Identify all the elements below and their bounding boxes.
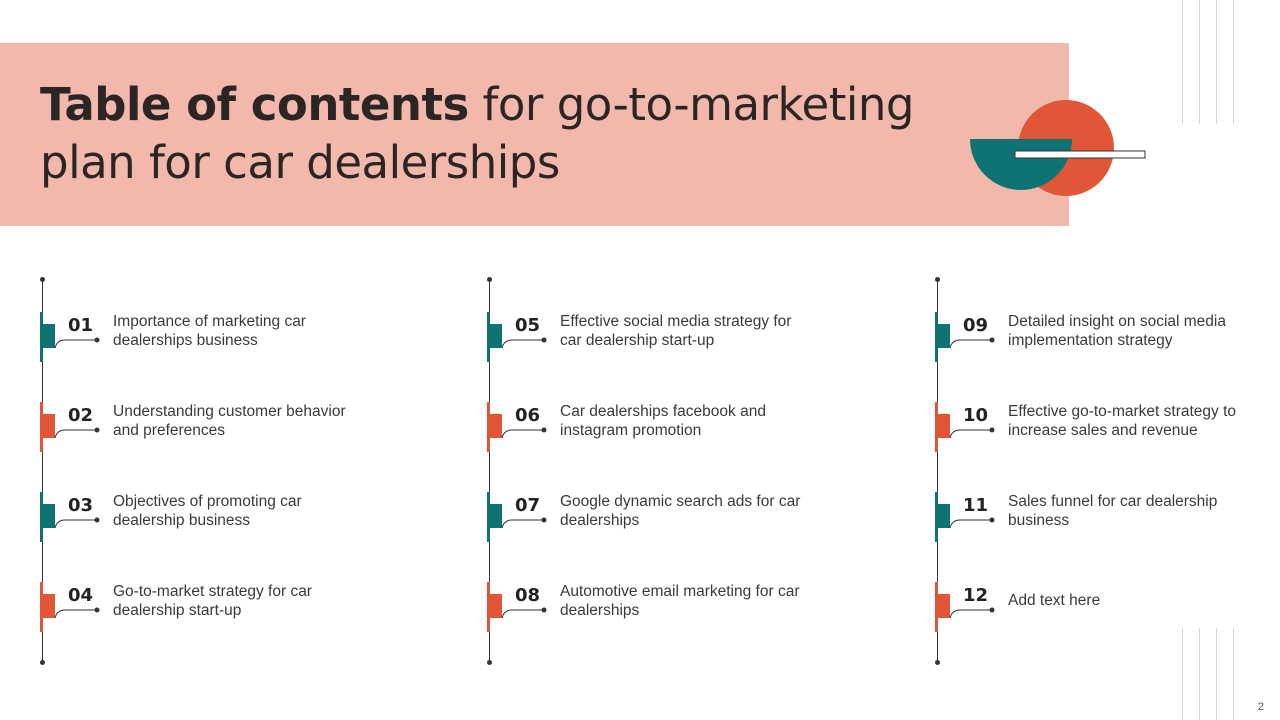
item-number: 06	[515, 405, 541, 426]
slide-title-rest: for go-to-marketing plan for car dealers…	[40, 78, 914, 189]
decorative-lines-bottom	[1182, 628, 1238, 720]
page-number: 2	[1257, 701, 1264, 713]
connector-line	[54, 337, 100, 349]
toc-column-3: 09 Detailed insight on social media imple…	[935, 276, 1266, 666]
item-accent-block	[490, 594, 502, 618]
toc-column-2: 05 Effective social media strategy for ca…	[487, 276, 818, 666]
item-number: 11	[963, 495, 989, 516]
item-number: 12	[963, 585, 989, 606]
toc-item[interactable]: 08 Automotive email marketing for car dea…	[487, 582, 818, 636]
item-label: Importance of marketing car dealerships …	[113, 313, 306, 349]
slide-title-bold: Table of contents	[40, 78, 469, 131]
item-number: 03	[68, 495, 94, 516]
connector-line	[54, 607, 100, 619]
item-number: 02	[68, 405, 94, 426]
connector-line	[949, 517, 995, 529]
connector-line	[54, 517, 100, 529]
item-label: Add text here	[1008, 592, 1101, 609]
toc-item[interactable]: 06 Car dealerships facebook and instagram…	[487, 402, 818, 456]
item-accent-bar	[935, 492, 938, 542]
connector-line	[949, 337, 995, 349]
item-accent-bar	[40, 582, 43, 632]
item-accent-block	[938, 414, 950, 438]
item-accent-bar	[40, 312, 43, 362]
item-number: 05	[515, 315, 541, 336]
item-accent-bar	[40, 492, 43, 542]
item-accent-block	[43, 324, 55, 348]
timeline-dot-bottom	[487, 660, 492, 665]
toc-item[interactable]: 05 Effective social media strategy for ca…	[487, 312, 818, 366]
timeline-line	[42, 280, 43, 662]
item-accent-block	[938, 594, 950, 618]
toc-item[interactable]: 07 Google dynamic search ads for car deal…	[487, 492, 818, 546]
connector-line	[501, 607, 547, 619]
timeline-dot-top	[935, 277, 940, 282]
item-accent-block	[490, 324, 502, 348]
timeline-line	[937, 280, 938, 662]
item-label: Automotive email marketing for car deale…	[560, 583, 800, 619]
item-accent-bar	[487, 492, 490, 542]
toc-item[interactable]: 01 Importance of marketing car dealership…	[40, 312, 371, 366]
item-accent-bar	[935, 312, 938, 362]
item-label: Sales funnel for car dealership business	[1008, 493, 1218, 529]
connector-line	[501, 427, 547, 439]
item-label: Go-to-market strategy for car dealership…	[113, 583, 312, 619]
item-number: 04	[68, 585, 94, 606]
timeline-dot-top	[40, 277, 45, 282]
item-number: 10	[963, 405, 989, 426]
slide-title: Table of contents for go-to-marketing pl…	[40, 76, 940, 192]
item-label: Car dealerships facebook and instagram p…	[560, 403, 766, 439]
item-label: Objectives of promoting car dealership b…	[113, 493, 302, 529]
item-accent-block	[43, 504, 55, 528]
item-accent-bar	[40, 402, 43, 452]
item-label: Understanding customer behavior and pref…	[113, 403, 346, 439]
connector-line	[501, 517, 547, 529]
connector-line	[501, 337, 547, 349]
item-number: 01	[68, 315, 94, 336]
toc-column-1: 01 Importance of marketing car dealership…	[40, 276, 371, 666]
toc-item[interactable]: 02 Understanding customer behavior and pr…	[40, 402, 371, 456]
timeline-dot-bottom	[40, 660, 45, 665]
item-accent-block	[938, 504, 950, 528]
item-accent-block	[43, 414, 55, 438]
title-banner	[0, 43, 1069, 226]
toc-item[interactable]: 04 Go-to-market strategy for car dealersh…	[40, 582, 371, 636]
connector-line	[949, 427, 995, 439]
item-accent-block	[490, 414, 502, 438]
toc-item[interactable]: 11 Sales funnel for car dealership busine…	[935, 492, 1266, 546]
timeline-dot-top	[487, 277, 492, 282]
timeline-line	[489, 280, 490, 662]
connector-line	[54, 427, 100, 439]
item-accent-block	[490, 504, 502, 528]
timeline-dot-bottom	[935, 660, 940, 665]
item-number: 09	[963, 315, 989, 336]
item-accent-bar	[487, 312, 490, 362]
item-accent-bar	[935, 402, 938, 452]
decorative-circles	[970, 100, 1146, 196]
item-accent-bar	[487, 402, 490, 452]
toc-item[interactable]: 03 Objectives of promoting car dealership…	[40, 492, 371, 546]
item-label: Effective go-to-market strategy to incre…	[1008, 403, 1237, 439]
item-accent-bar	[487, 582, 490, 632]
item-label: Effective social media strategy for car …	[560, 313, 792, 349]
connector-line	[949, 607, 995, 619]
item-number: 08	[515, 585, 541, 606]
toc-item[interactable]: 09 Detailed insight on social media imple…	[935, 312, 1266, 366]
toc-item[interactable]: 12 Add text here	[935, 582, 1266, 636]
item-label: Google dynamic search ads for car dealer…	[560, 493, 801, 529]
toc-item[interactable]: 10 Effective go-to-market strategy to inc…	[935, 402, 1266, 456]
item-accent-bar	[935, 582, 938, 632]
item-accent-block	[43, 594, 55, 618]
item-number: 07	[515, 495, 541, 516]
item-label: Detailed insight on social media impleme…	[1008, 313, 1226, 349]
item-accent-block	[938, 324, 950, 348]
decorative-lines-top	[1182, 0, 1238, 124]
